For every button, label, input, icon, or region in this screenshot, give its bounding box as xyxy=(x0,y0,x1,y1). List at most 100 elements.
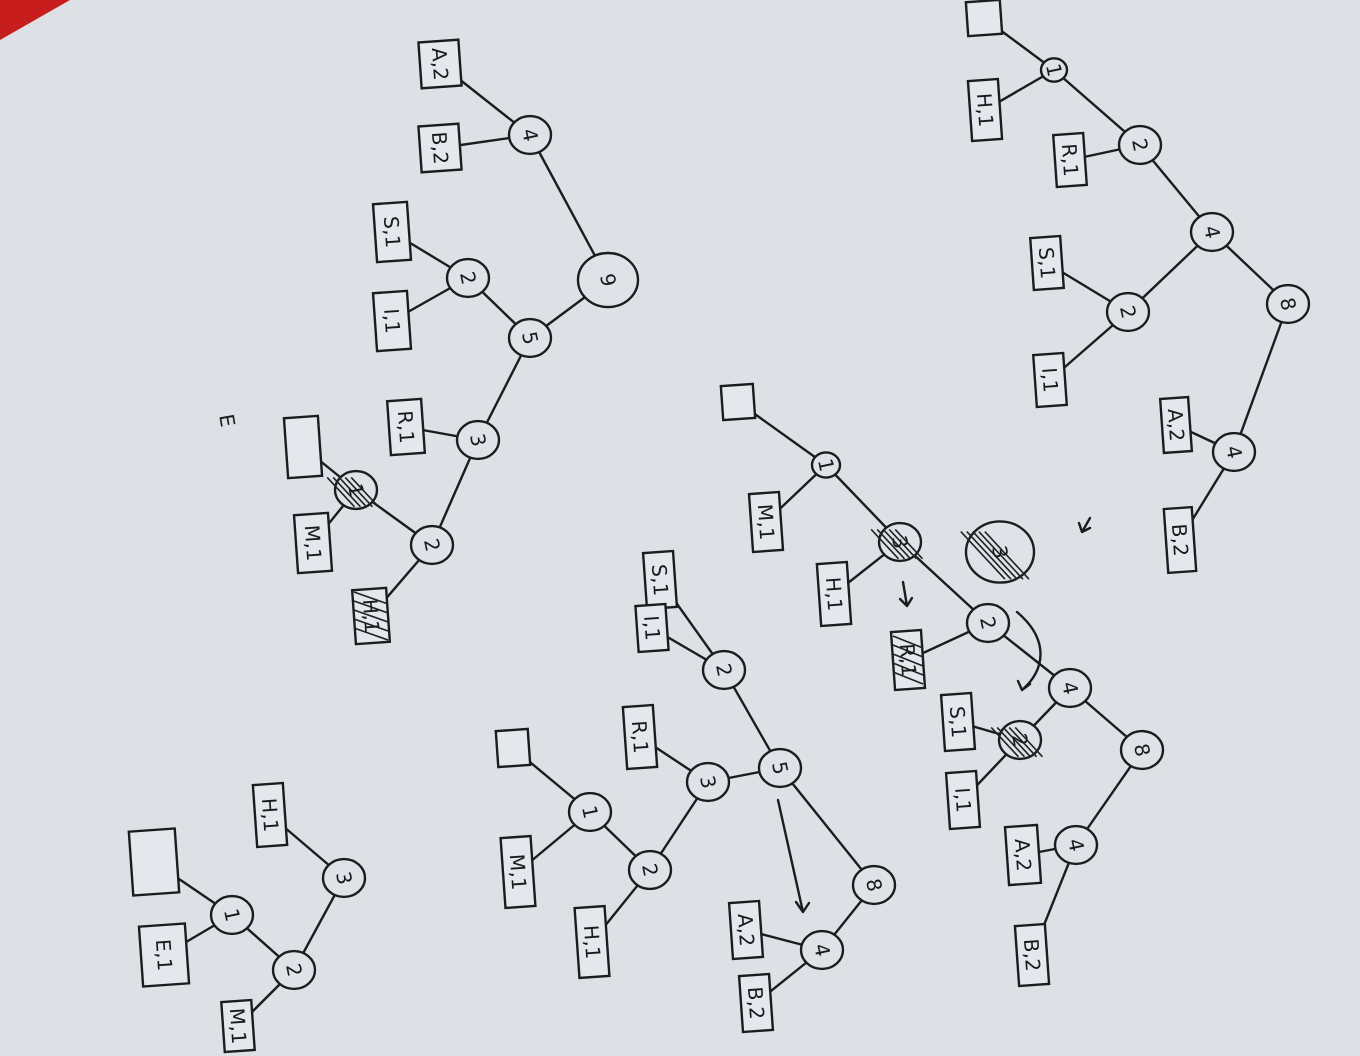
leaf-label: I,1 xyxy=(379,308,405,335)
leaf-box xyxy=(719,382,757,422)
leaf-rect xyxy=(1031,351,1069,409)
strike-mark xyxy=(892,653,924,667)
leaf-rect xyxy=(494,727,532,769)
leaf-label: R,1 xyxy=(393,410,419,445)
tree-node: 4 xyxy=(1053,824,1099,866)
node-label: 1 xyxy=(577,803,603,820)
leaf-rect xyxy=(747,490,785,554)
node-circle xyxy=(567,791,613,833)
leaf-label: M,1 xyxy=(300,524,326,562)
strike-mark xyxy=(353,591,389,605)
strike-mark xyxy=(984,531,1030,580)
leaf-rect xyxy=(815,560,853,628)
node-circle xyxy=(627,849,673,891)
node-circle xyxy=(455,419,501,461)
strike-mark xyxy=(996,726,1026,758)
tree-node: 3 xyxy=(321,857,367,899)
leaf-rect xyxy=(417,38,463,90)
leaf-rect xyxy=(385,397,427,457)
leaf-box: M,1 xyxy=(747,490,785,554)
leaf-label: M,1 xyxy=(753,503,779,541)
leaf-box: H,1 xyxy=(966,77,1004,143)
node-circle xyxy=(209,894,255,936)
node-circle xyxy=(1053,824,1099,866)
leaf-rect xyxy=(1158,395,1194,455)
down-arrow-icon xyxy=(898,580,914,608)
tree-node: 1 xyxy=(810,451,842,479)
leaf-rect xyxy=(282,414,324,480)
strike-mark xyxy=(350,476,380,508)
node-label: 2 xyxy=(1127,136,1153,153)
long-arrow-icon xyxy=(776,798,811,914)
node-label: 2 xyxy=(281,961,307,978)
node-label: 1 xyxy=(813,456,839,473)
node-label: 4 xyxy=(1199,223,1225,240)
leaf-box: H,1 xyxy=(815,560,853,628)
tree-node: 2 xyxy=(627,849,673,891)
leaf-label: I,1 xyxy=(639,615,665,642)
tree-node: 8 xyxy=(1119,729,1165,771)
leaf-label: R,1 xyxy=(1057,143,1083,178)
leaf-box: I,1 xyxy=(371,289,413,353)
leaf-box: M,1 xyxy=(499,834,537,910)
strike-mark xyxy=(353,627,389,641)
node-label: 4 xyxy=(1221,443,1247,460)
leaf-box: E,1 xyxy=(137,922,191,988)
strike-mark xyxy=(326,476,356,508)
node-label: 4 xyxy=(1063,836,1089,853)
leaf-box: B,2 xyxy=(737,972,775,1034)
node-label: 2 xyxy=(1115,303,1141,320)
leaf-rect xyxy=(939,691,977,753)
tree-node: 1 xyxy=(1039,57,1069,83)
strike-mark xyxy=(1014,726,1044,758)
strike-mark xyxy=(966,531,1012,580)
node-label: 3 xyxy=(331,869,357,886)
leaf-label: E,1 xyxy=(151,938,177,971)
node-label: 8 xyxy=(1129,741,1155,758)
tree-node-struck: 2 xyxy=(990,719,1044,761)
node-label: 4 xyxy=(517,126,543,143)
node-label: 2 xyxy=(455,269,481,286)
strike-mark xyxy=(353,600,389,614)
node-label: 4 xyxy=(1057,679,1083,696)
leaf-label: M,1 xyxy=(225,1007,251,1045)
leaf-rect xyxy=(1162,505,1198,575)
node-label: 2 xyxy=(975,614,1001,631)
tree-node: 2 xyxy=(701,649,747,691)
node-label: 3 xyxy=(465,431,491,448)
leaf-label: A,2 xyxy=(1010,838,1036,872)
node-label: 8 xyxy=(1275,295,1301,312)
leaf-box: B,2 xyxy=(1162,505,1198,575)
tree-node: 4 xyxy=(1189,211,1235,253)
node-circle xyxy=(851,864,897,906)
leaf-label: I,1 xyxy=(1037,367,1063,394)
tree-node-struck: 1 xyxy=(326,469,380,511)
node-circle xyxy=(810,451,842,479)
strike-mark xyxy=(892,635,924,649)
node-circle xyxy=(1119,729,1165,771)
leaf-rect xyxy=(220,998,256,1054)
node-label: 5 xyxy=(517,329,543,346)
leaf-label: H,1 xyxy=(821,576,847,612)
leaf-box xyxy=(282,414,324,480)
strike-mark xyxy=(892,671,924,685)
arrows-layer xyxy=(776,516,1092,914)
node-label: 4 xyxy=(809,941,835,958)
leaf-label: R,1 xyxy=(627,720,653,755)
node-label: 3 xyxy=(695,773,721,790)
node-label: 3 xyxy=(987,543,1013,560)
leaf-label: B,2 xyxy=(1019,938,1045,972)
node-label: 1 xyxy=(343,481,369,498)
strike-mark xyxy=(894,528,924,560)
tree-node: 9 xyxy=(576,251,640,309)
node-label: 1 xyxy=(219,906,245,923)
leaf-rect xyxy=(137,922,191,988)
leaf-rect xyxy=(719,382,757,422)
leaf-label: S,1 xyxy=(647,563,673,596)
strike-mark xyxy=(353,609,389,623)
leaf-box: A,2 xyxy=(417,38,463,90)
node-circle xyxy=(507,114,553,156)
tree-node: 2 xyxy=(965,602,1011,644)
leaf-label: I,1 xyxy=(950,787,976,814)
node-circle xyxy=(1039,57,1069,83)
